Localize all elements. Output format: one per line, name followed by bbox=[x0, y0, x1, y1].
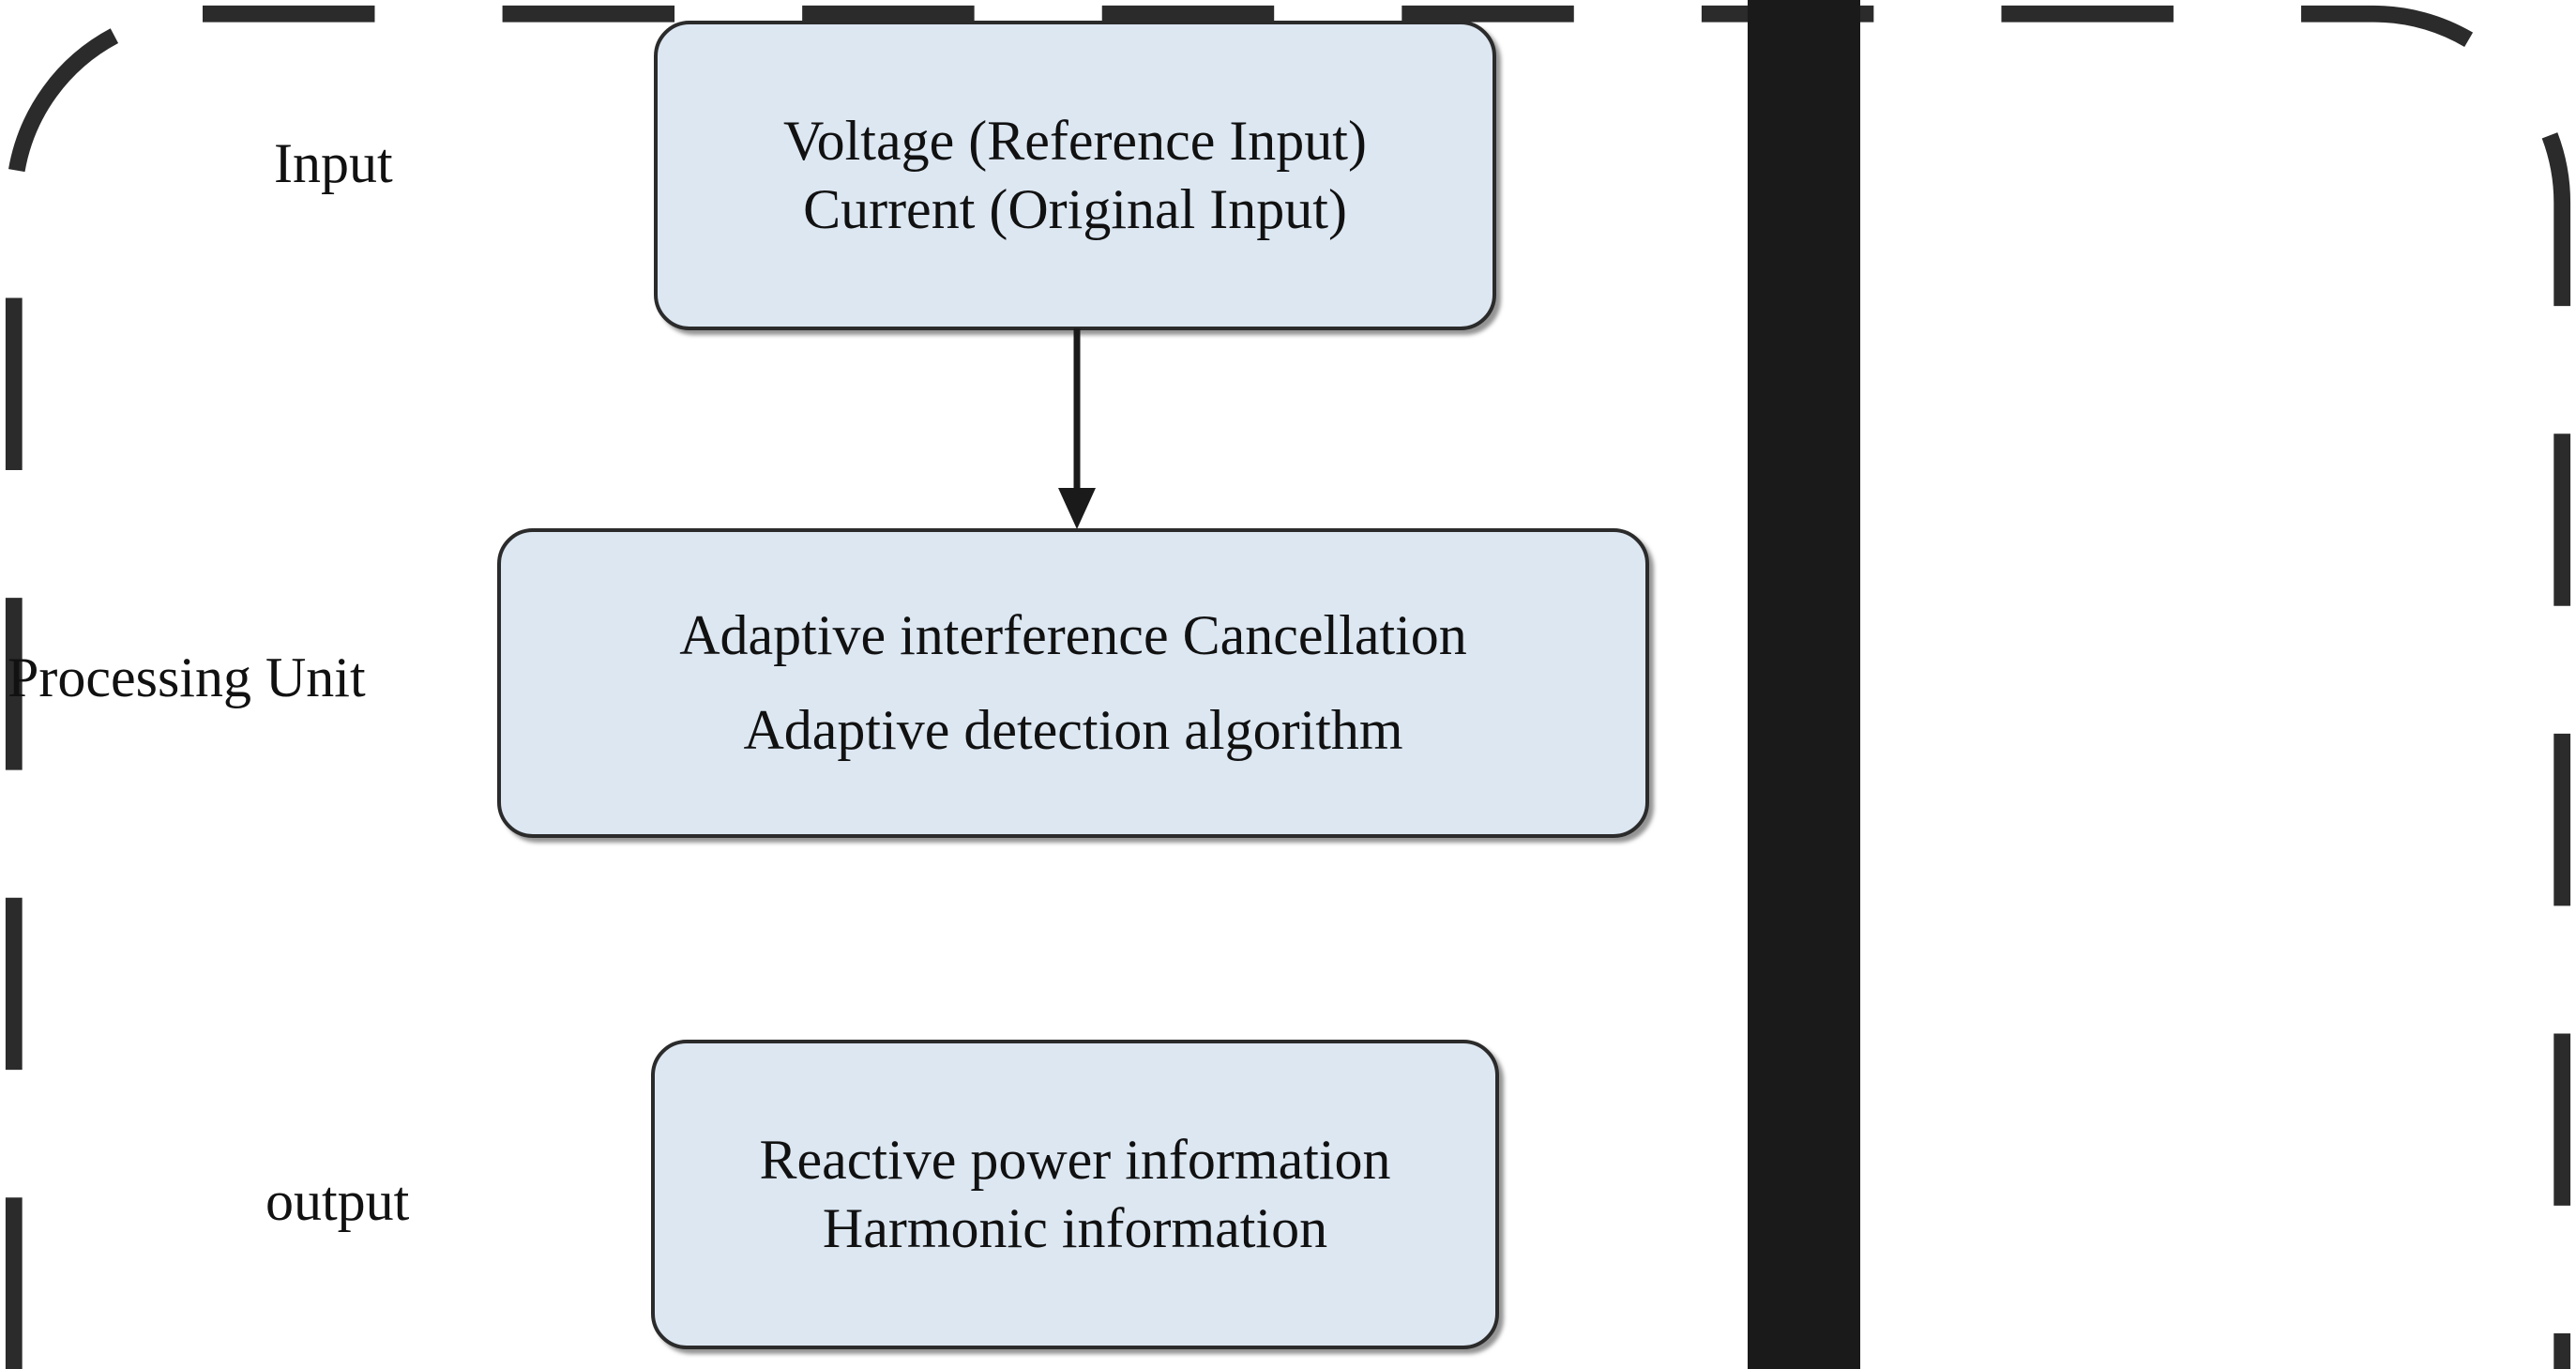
input-stage-box: Voltage (Reference Input) Current (Origi… bbox=[654, 21, 1496, 330]
processing-line-cancellation: Adaptive interference Cancellation bbox=[679, 603, 1467, 666]
input-line-current: Current (Original Input) bbox=[803, 178, 1347, 240]
arrow-processing-unit-to-output bbox=[1747, 0, 1861, 1369]
output-line-reactive-power: Reactive power information bbox=[759, 1128, 1391, 1191]
stage-label-processing-unit: Processing Unit bbox=[8, 646, 366, 708]
processing-line-detection-algorithm: Adaptive detection algorithm bbox=[743, 699, 1403, 761]
arrow-input-to-processing-unit bbox=[1058, 328, 1096, 529]
output-line-harmonic: Harmonic information bbox=[822, 1197, 1328, 1259]
output-stage-box: Reactive power information Harmonic info… bbox=[651, 1040, 1499, 1349]
stage-label-input: Input bbox=[274, 132, 393, 194]
processing-unit-stage-box: Adaptive interference Cancellation Adapt… bbox=[497, 528, 1649, 838]
input-line-voltage: Voltage (Reference Input) bbox=[783, 109, 1367, 172]
stage-label-output: output bbox=[265, 1170, 410, 1232]
